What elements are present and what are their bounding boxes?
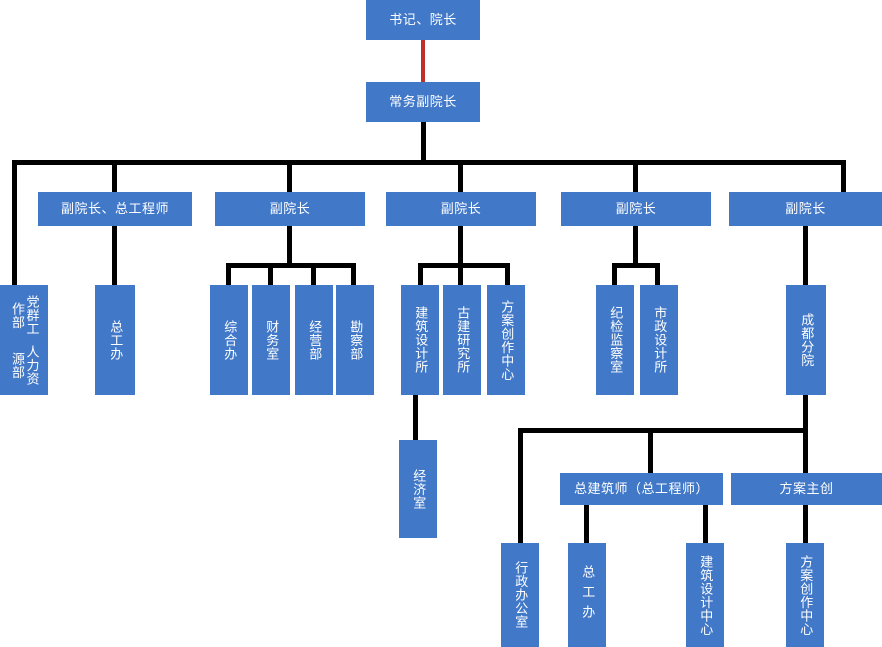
- connector-scheme-lead-to-creation-center: [803, 505, 808, 543]
- connector-vp3-drop: [458, 226, 463, 266]
- connector-chief-architect-to-design-center: [703, 505, 708, 543]
- node-discipline-inspection-office[interactable]: 纪检监察室: [596, 285, 634, 395]
- node-economics-office-label: 经济室: [411, 468, 427, 510]
- connector-vp2-to-dept3: [311, 263, 316, 285]
- connector-bus-to-vp4: [633, 160, 638, 192]
- node-administrative-office[interactable]: 行政办公室: [501, 543, 539, 647]
- connector-chengdu-drop: [803, 395, 808, 433]
- node-hr-and-party-affairs[interactable]: 人力资源部 党群工作部: [0, 285, 48, 395]
- connector-chief-architect-to-ce-office: [584, 505, 589, 543]
- connector-bus-to-vp2: [287, 160, 292, 192]
- node-vp-3[interactable]: 副院长: [386, 192, 536, 226]
- connector-bus-to-vp1: [112, 160, 117, 192]
- connector-vp4-bus: [612, 263, 660, 268]
- node-administrative-office-label: 行政办公室: [513, 561, 529, 629]
- node-discipline-inspection-office-label: 纪检监察室: [608, 306, 624, 374]
- node-general-affairs-office[interactable]: 综合办: [210, 285, 248, 395]
- connector-bus-to-vp5: [841, 160, 846, 192]
- node-vp-chief-engineer[interactable]: 副院长、总工程师: [38, 192, 192, 226]
- connector-branch-to-admin-office: [518, 428, 523, 543]
- node-architecture-design-center-label: 建筑设计中心: [698, 554, 714, 636]
- node-operations-department-label: 经营部: [307, 319, 323, 361]
- connector-vp2-drop: [287, 226, 292, 266]
- node-party-affairs-label: 党群工作部: [10, 294, 40, 336]
- connector-vp2-to-dept2: [268, 263, 273, 285]
- connector-bus-to-hr-dept: [12, 160, 17, 285]
- connector-level1-to-level2: [421, 40, 425, 82]
- node-branch-scheme-creation-center-label: 方案创作中心: [798, 554, 814, 636]
- node-branch-chief-engineer-office-label: 总工办: [580, 565, 596, 625]
- connector-vp4-drop: [633, 226, 638, 266]
- node-architecture-design-institute-label: 建筑设计所: [413, 306, 429, 374]
- connector-vp3-to-dept1: [418, 263, 423, 285]
- connector-vp5-drop: [803, 226, 808, 285]
- node-chengdu-branch-label: 成都分院: [799, 313, 815, 367]
- node-branch-scheme-creation-center[interactable]: 方案创作中心: [786, 543, 824, 647]
- node-ancient-architecture-research-institute[interactable]: 古建研究所: [443, 285, 481, 395]
- connector-vp3-bus: [418, 263, 510, 268]
- connector-vp3-to-dept2: [458, 263, 463, 285]
- node-survey-department[interactable]: 勘察部: [336, 285, 374, 395]
- connector-vp4-to-dept2: [655, 263, 660, 285]
- node-vp-4[interactable]: 副院长: [561, 192, 711, 226]
- node-general-affairs-office-label: 综合办: [222, 319, 238, 361]
- node-chengdu-branch[interactable]: 成都分院: [786, 285, 826, 395]
- node-municipal-design-institute-label: 市政设计所: [652, 306, 668, 374]
- node-scheme-creation-center-label: 方案创作中心: [499, 299, 515, 381]
- node-vp-2[interactable]: 副院长: [215, 192, 365, 226]
- connector-design-institute-to-economics: [413, 395, 418, 440]
- node-architecture-design-institute[interactable]: 建筑设计所: [401, 285, 439, 395]
- node-hr-label: 人力资源部: [10, 344, 40, 386]
- connector-branch-bus: [518, 428, 808, 433]
- node-finance-office[interactable]: 财务室: [252, 285, 290, 395]
- node-party-secretary-president[interactable]: 书记、院长: [366, 0, 480, 40]
- connector-level2-drop: [421, 122, 426, 164]
- connector-bus-to-vp3: [458, 160, 463, 192]
- node-scheme-lead-designer[interactable]: 方案主创: [731, 473, 882, 505]
- node-survey-department-label: 勘察部: [348, 319, 364, 361]
- node-branch-chief-engineer-office[interactable]: 总工办: [568, 543, 606, 647]
- node-vp-5[interactable]: 副院长: [729, 192, 882, 226]
- node-chief-architect-chief-engineer[interactable]: 总建筑师（总工程师）: [560, 473, 723, 505]
- connector-level3-bus: [12, 160, 846, 165]
- node-ancient-architecture-research-institute-label: 古建研究所: [455, 306, 471, 374]
- node-chief-engineer-office[interactable]: 总工办: [95, 285, 135, 395]
- node-scheme-creation-center[interactable]: 方案创作中心: [487, 285, 525, 395]
- connector-vp4-to-dept1: [612, 263, 617, 285]
- node-economics-office[interactable]: 经济室: [399, 440, 437, 538]
- connector-vp1-drop: [112, 226, 117, 285]
- connector-branch-to-chief-architect: [648, 428, 653, 473]
- node-executive-vice-president[interactable]: 常务副院长: [366, 82, 480, 122]
- node-municipal-design-institute[interactable]: 市政设计所: [640, 285, 678, 395]
- connector-vp3-to-dept3: [505, 263, 510, 285]
- node-chief-engineer-office-label: 总工办: [108, 319, 124, 361]
- node-finance-office-label: 财务室: [264, 319, 280, 361]
- node-operations-department[interactable]: 经营部: [295, 285, 333, 395]
- node-architecture-design-center[interactable]: 建筑设计中心: [686, 543, 724, 647]
- connector-vp2-bus: [226, 263, 356, 268]
- connector-vp2-to-dept1: [226, 263, 231, 285]
- connector-branch-to-scheme-lead: [803, 428, 808, 473]
- connector-vp2-to-dept4: [351, 263, 356, 285]
